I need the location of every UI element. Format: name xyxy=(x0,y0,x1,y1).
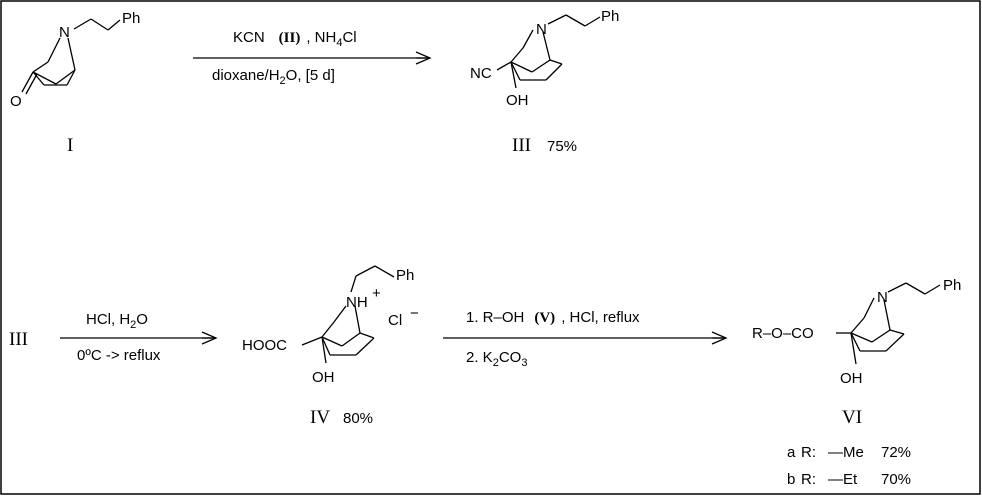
variant-b: b R: —Et 70% xyxy=(787,471,911,488)
atom-RO-VI: R–O–CO xyxy=(752,325,814,342)
atom-OH-III: OH xyxy=(506,92,529,109)
step1-reagents: KCN(II), NH4Cl xyxy=(233,29,357,49)
compound-IV-label: IV xyxy=(310,407,330,428)
step2-reagents: HCl, H2O xyxy=(86,311,148,331)
counterion-Cl: Cl xyxy=(388,312,402,329)
atom-NC-III: NC xyxy=(470,65,492,82)
step1-roman-II: (II) xyxy=(279,30,301,46)
variant-yield: 72% xyxy=(881,444,911,461)
atom-OH-IV: OH xyxy=(312,369,335,386)
step1-conditions: dioxane/H2O, [5 d] xyxy=(212,67,335,87)
compound-IV-yield: 80% xyxy=(343,410,373,427)
compound-VI-structure xyxy=(836,282,941,365)
variant-group: —Me xyxy=(828,444,864,461)
step3-roman-V: (V) xyxy=(534,310,555,326)
atom-Ph-VI: Ph xyxy=(943,277,961,294)
variant-letter: b xyxy=(787,471,795,488)
compound-III-yield: 75% xyxy=(547,138,577,155)
variant-a: a R: —Me 72% xyxy=(787,444,911,461)
reaction-arrow-3 xyxy=(443,331,728,345)
charge-minus-Cl: − xyxy=(410,305,419,322)
charge-plus-IV: + xyxy=(372,285,381,302)
variant-letter: a xyxy=(787,444,796,461)
atom-Ph-III: Ph xyxy=(601,8,619,25)
atom-O-I: O xyxy=(10,93,22,110)
compound-III-structure xyxy=(496,14,601,89)
compound-I-structure xyxy=(21,18,121,95)
compound-III-label: III xyxy=(512,135,531,156)
atom-Ph-IV: Ph xyxy=(396,267,414,284)
step2-conditions: 0ºC -> reflux xyxy=(77,347,161,364)
atom-N-III: N xyxy=(536,21,547,38)
compound-IV-structure xyxy=(301,265,395,364)
atom-NH-IV: NH xyxy=(346,294,368,311)
atom-N-VI: N xyxy=(877,289,888,306)
variant-label: R: xyxy=(801,444,816,461)
compound-I-label: I xyxy=(67,135,73,156)
reaction-arrow-2 xyxy=(60,331,218,345)
reaction-arrow-1 xyxy=(193,51,432,65)
variant-group: —Et xyxy=(828,471,858,488)
atom-N-I: N xyxy=(59,24,70,41)
atom-OH-VI: OH xyxy=(840,370,863,387)
variant-label: R: xyxy=(801,471,816,488)
compound-III-start-label: III xyxy=(9,329,28,350)
step3-line2: 2. K2CO3 xyxy=(466,349,527,369)
compound-VI-label: VI xyxy=(842,407,862,428)
step3-line1: 1. R–OH(V), HCl, reflux xyxy=(466,309,640,326)
atom-HOOC-IV: HOOC xyxy=(242,337,287,354)
atom-Ph-I: Ph xyxy=(122,10,140,27)
variant-yield: 70% xyxy=(881,471,911,488)
